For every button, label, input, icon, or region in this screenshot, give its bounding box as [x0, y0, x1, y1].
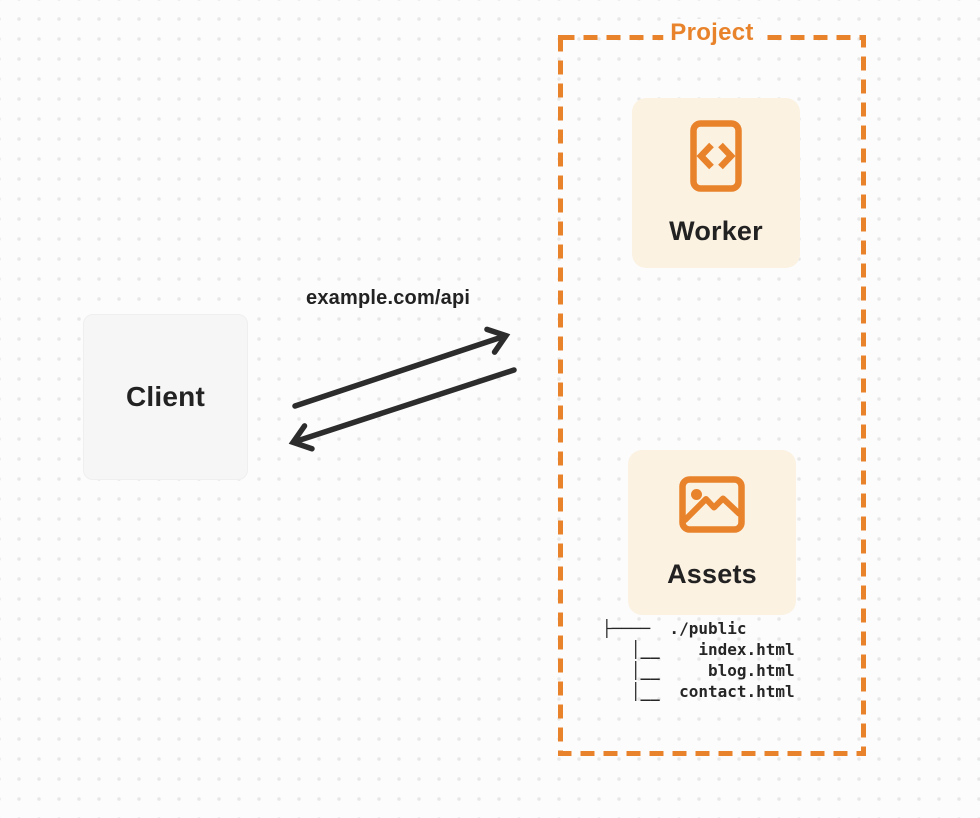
client-label: Client — [126, 381, 205, 412]
request-response-arrows — [288, 326, 517, 452]
file-tree: ├──── ./public │__ index.html │__ blog.h… — [602, 619, 795, 701]
assets-node: Assets — [628, 450, 796, 615]
client-node: Client — [83, 314, 248, 480]
project-label: Project — [663, 19, 761, 47]
project-boundary: Project Worker Assets ├──── ./public │__… — [558, 19, 866, 756]
assets-label: Assets — [667, 558, 757, 589]
image-icon — [679, 475, 745, 533]
worker-label: Worker — [669, 215, 763, 246]
code-icon — [690, 119, 742, 192]
request-arrow — [292, 326, 511, 409]
request-url-label: example.com/api — [306, 287, 471, 309]
worker-node: Worker — [632, 98, 800, 268]
response-arrow — [288, 367, 517, 452]
